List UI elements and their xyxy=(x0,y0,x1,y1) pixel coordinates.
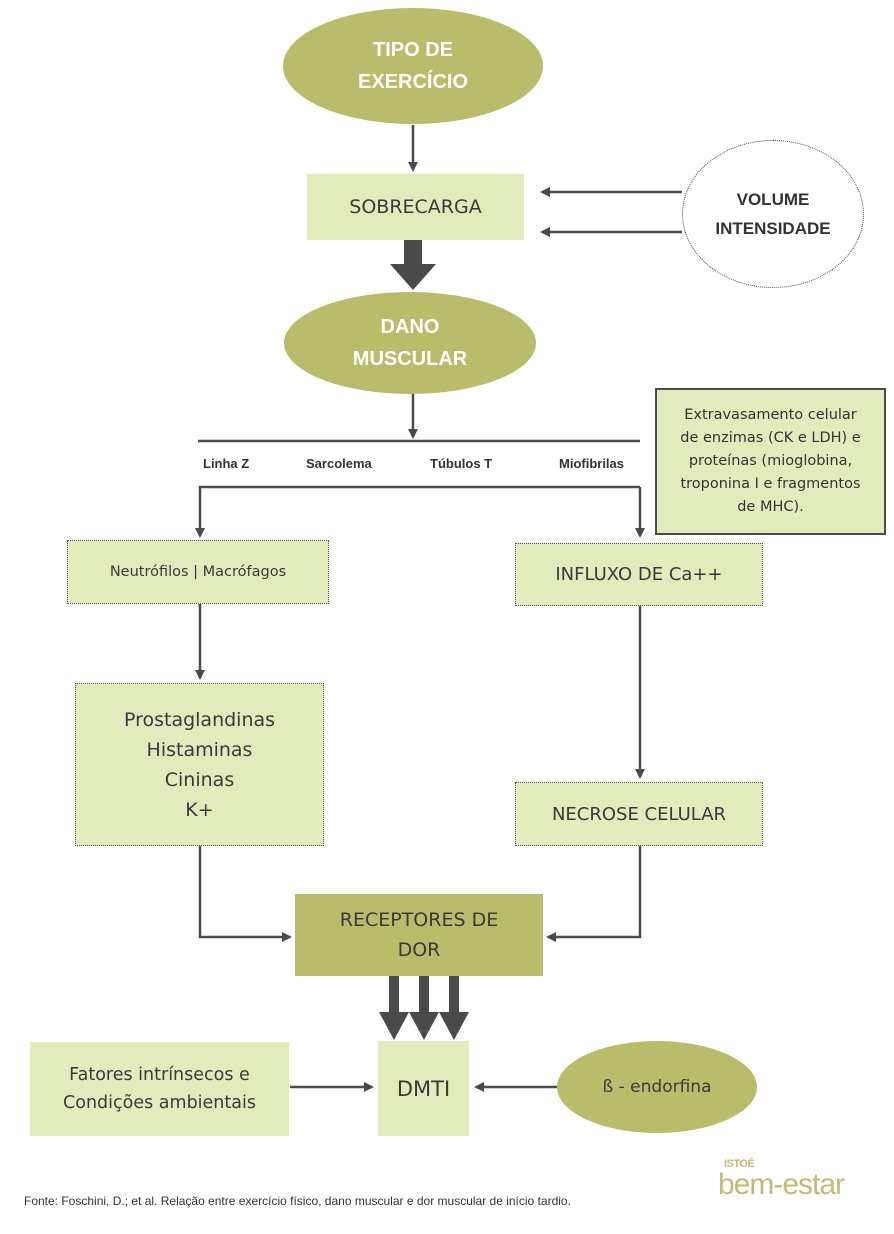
mediators-node: Prostaglandinas Histaminas Cininas K+ xyxy=(75,683,324,846)
neutrophils-macrophages-label: Neutrófilos | Macrófagos xyxy=(109,564,287,580)
volume-intensity-node: VOLUME INTENSIDADE xyxy=(682,140,864,288)
exercise-type-line-2: EXERCÍCIO xyxy=(357,71,469,93)
mediator-potassium: K+ xyxy=(185,798,214,821)
leakage-line-3: proteínas (mioglobina, xyxy=(688,453,853,469)
calcium-influx-node: INFLUXO DE Ca++ xyxy=(515,543,763,606)
pain-receptors-line-2: DOR xyxy=(397,939,441,961)
leakage-line-4: troponina I e fragmentos xyxy=(680,476,861,492)
mediator-kinins: Cininas xyxy=(164,768,235,791)
site-sarcolemma: Sarcolema xyxy=(306,456,372,471)
calcium-influx-label: INFLUXO DE Ca++ xyxy=(555,564,723,585)
thick-arrow-receptors-to-doms-2 xyxy=(409,976,439,1040)
neutrophils-macrophages-node: Neutrófilos | Macrófagos xyxy=(67,540,329,604)
pain-receptors-node: RECEPTORES DE DOR xyxy=(295,894,543,976)
exercise-type-node: TIPO DE EXERCÍCIO xyxy=(283,8,543,124)
cell-necrosis-label: NECROSE CELULAR xyxy=(551,803,727,825)
leakage-line-1: Extravasamento celular xyxy=(684,407,857,423)
arrow-mediators-to-receptors xyxy=(198,846,292,942)
intrinsic-factors-node: Fatores intrínsecos e Condições ambientai… xyxy=(30,1042,289,1136)
pain-receptors-line-1: RECEPTORES DE xyxy=(339,909,499,931)
beta-endorphin-node: ß - endorfina xyxy=(557,1041,757,1133)
cell-necrosis-node: NECROSE CELULAR xyxy=(515,782,763,846)
source-citation: Fonte: Foschini, D.; et al. Relação entr… xyxy=(24,1194,571,1208)
mediator-prostaglandins: Prostaglandinas xyxy=(123,708,276,731)
site-t-tubules: Túbulos T xyxy=(430,456,493,471)
overload-label: SOBRECARGA xyxy=(349,196,482,218)
doms-label: DMTI xyxy=(396,1076,451,1101)
muscle-damage-line-1: DANO xyxy=(380,316,440,338)
thick-arrow-receptors-to-doms-3 xyxy=(439,976,469,1040)
arrow-necrosis-to-receptors xyxy=(546,846,642,942)
muscle-damage-node: DANO MUSCULAR xyxy=(284,292,536,394)
exercise-type-line-1: TIPO DE xyxy=(372,39,453,61)
beta-endorphin-label: ß - endorfina xyxy=(602,1077,712,1097)
mediator-histamines: Histaminas xyxy=(146,738,253,761)
brand-logo-top: ISTOÉ xyxy=(724,1158,755,1170)
thick-arrow-receptors-to-doms-1 xyxy=(379,976,409,1040)
intrinsic-factors-line-2: Condições ambientais xyxy=(63,1093,256,1113)
enzyme-leakage-box: Extravasamento celular de enzimas (CK e … xyxy=(655,388,886,535)
site-myofibrils: Miofibrilas xyxy=(559,456,625,471)
leakage-line-2: de enzimas (CK e LDH) e xyxy=(680,430,861,446)
site-z-line: Linha Z xyxy=(203,456,250,471)
intrinsic-factors-line-1: Fatores intrínsecos e xyxy=(69,1065,250,1085)
overload-node: SOBRECARGA xyxy=(307,174,524,240)
intensity-label: INTENSIDADE xyxy=(715,219,831,238)
doms-node: DMTI xyxy=(378,1041,469,1136)
leakage-line-5: de MHC). xyxy=(737,499,804,515)
thick-arrow-overload-to-damage xyxy=(390,240,436,290)
muscle-damage-line-2: MUSCULAR xyxy=(352,348,468,370)
brand-logo-main: bem-estar xyxy=(718,1168,845,1201)
brand-logo: ISTOÉ bem-estar xyxy=(718,1158,886,1208)
arrow-split-left xyxy=(195,485,640,538)
volume-label: VOLUME xyxy=(736,190,810,209)
